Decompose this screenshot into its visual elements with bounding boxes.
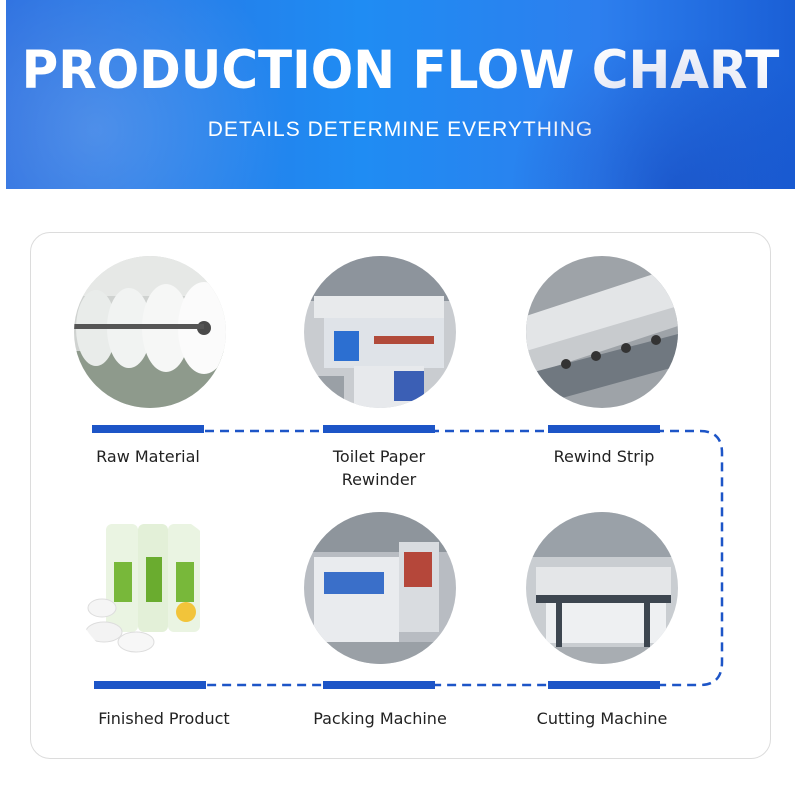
header-banner: PRODUCTION FLOW CHART DETAILS DETERMINE … <box>6 0 795 189</box>
rewinder-machine-photo <box>304 256 456 408</box>
step-bar-cutting-machine <box>548 681 660 689</box>
finished-product-photo <box>74 512 226 664</box>
step-label-raw-material: Raw Material <box>96 447 200 466</box>
paper-rolls-photo <box>74 256 226 408</box>
step-label-rewind-strip: Rewind Strip <box>553 447 655 466</box>
step-label-toilet-paper-rewinder: Toilet Paper Rewinder <box>332 447 426 489</box>
step-bar-raw-material <box>92 425 204 433</box>
step-bar-finished-product <box>94 681 206 689</box>
step-label-packing-machine: Packing Machine <box>313 709 447 728</box>
step-label-cutting-machine: Cutting Machine <box>536 709 668 728</box>
page-subtitle: DETAILS DETERMINE EVERYTHING <box>207 118 594 141</box>
step-bar-packing-machine <box>323 681 435 689</box>
rewind-strip-photo <box>526 256 678 408</box>
step-label-finished-product: Finished Product <box>98 709 230 728</box>
step-bar-rewind-strip <box>548 425 660 433</box>
page-title: PRODUCTION FLOW CHART <box>21 39 780 101</box>
packing-machine-photo <box>304 512 456 664</box>
step-bar-toilet-paper-rewinder <box>323 425 435 433</box>
cutting-machine-photo <box>526 512 678 664</box>
